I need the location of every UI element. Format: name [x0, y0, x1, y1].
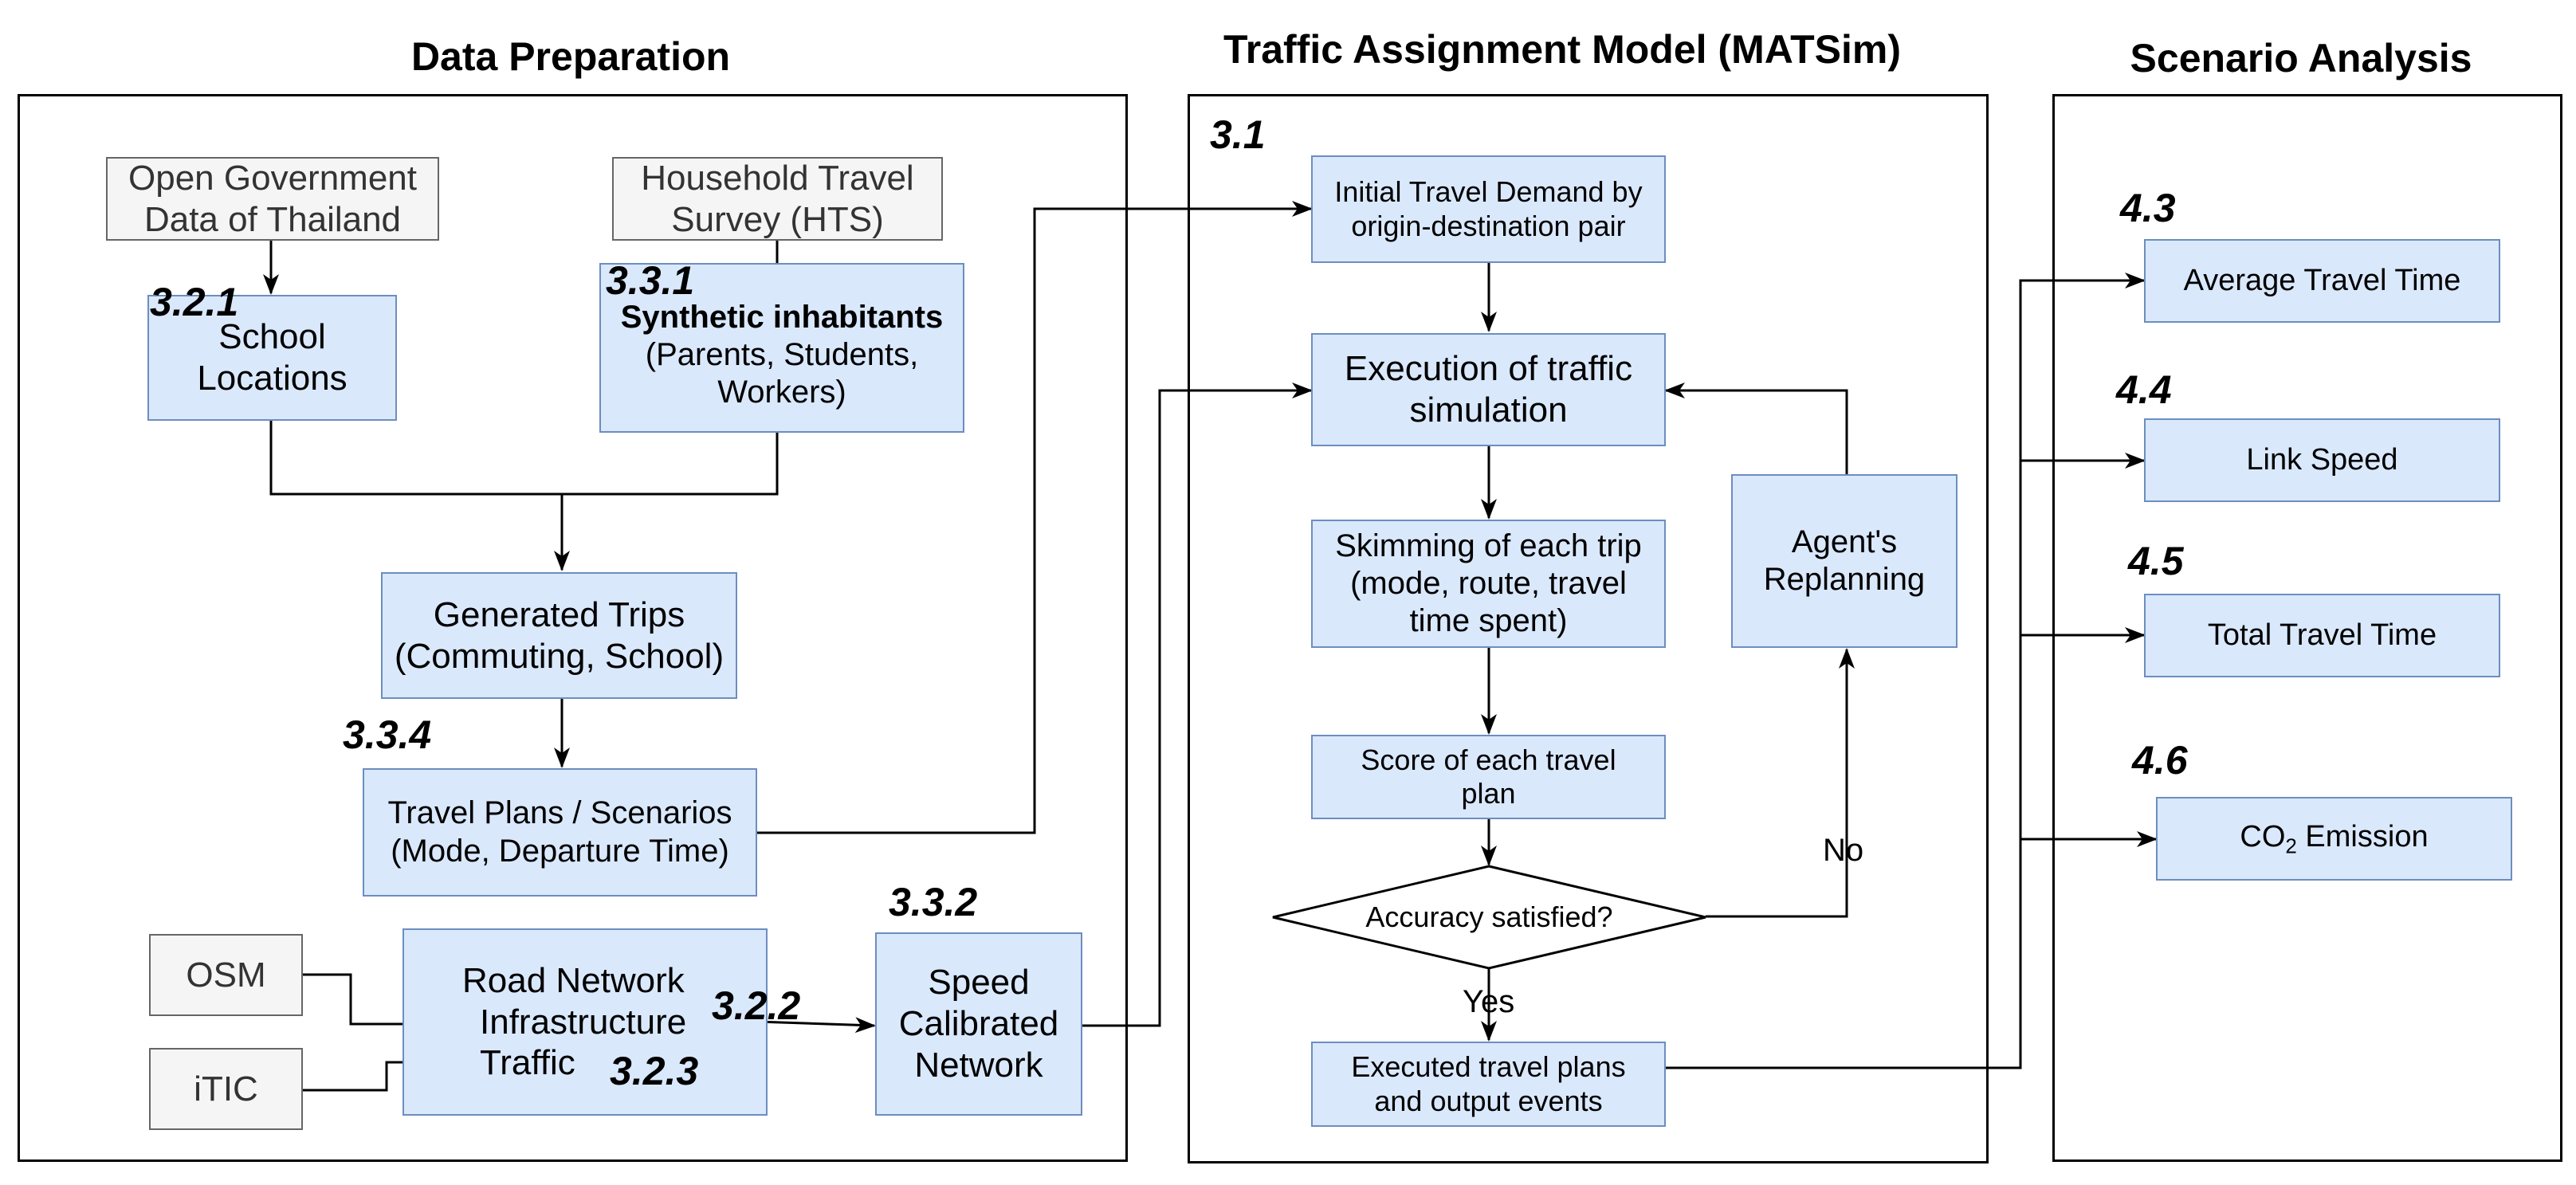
node-osm: OSM: [149, 934, 303, 1016]
synthetic-detail: (Parents, Students, Workers): [645, 336, 919, 410]
node-co2-emission: CO2 Emission: [2156, 797, 2512, 881]
road-network-line3: Traffic: [480, 1043, 575, 1083]
panel-scenario-analysis: [2052, 94, 2562, 1162]
edge-speed-to-execution: [1082, 383, 1313, 1027]
section-3-3-4: 3.3.4: [343, 712, 432, 757]
node-skimming: Skimming of each trip (mode, route, trav…: [1311, 520, 1666, 648]
section-3-2-2: 3.2.2: [712, 983, 801, 1028]
edge-school-to-trips: [269, 421, 570, 571]
edge-accuracy-no: [1706, 648, 1855, 918]
section-3-2-1: 3.2.1: [150, 280, 239, 324]
heading-scenario-analysis: Scenario Analysis: [2130, 36, 2472, 80]
node-executed-plans: Executed travel plans and output events: [1311, 1042, 1666, 1127]
node-execution-simulation: Execution of traffic simulation: [1311, 333, 1666, 446]
section-4-5: 4.5: [2128, 539, 2184, 583]
section-4-4: 4.4: [2116, 367, 2172, 412]
synthetic-title: Synthetic inhabitants: [620, 299, 944, 335]
node-household-travel-survey: Household Travel Survey (HTS): [612, 157, 943, 241]
node-score: Score of each travel plan: [1311, 735, 1666, 819]
section-4-3: 4.3: [2120, 186, 2176, 230]
edge-executed-to-results: [1666, 273, 2146, 1069]
node-school-locations: School Locations: [147, 295, 397, 421]
node-total-travel-time: Total Travel Time: [2144, 594, 2500, 677]
node-itic: iTIC: [149, 1048, 303, 1130]
co2-label: CO2 Emission: [2240, 819, 2429, 858]
road-network-line2: Infrastructure: [480, 1002, 687, 1042]
section-3-1: 3.1: [1210, 112, 1266, 157]
heading-data-preparation: Data Preparation: [410, 34, 731, 79]
section-3-2-3: 3.2.3: [610, 1049, 699, 1093]
node-accuracy-satisfied: Accuracy satisfied?: [1365, 900, 1613, 933]
node-generated-trips: Generated Trips (Commuting, School): [381, 572, 737, 699]
panel-data-preparation: [18, 94, 1128, 1162]
node-open-government-data: Open Government Data of Thailand: [106, 157, 439, 241]
node-link-speed: Link Speed: [2144, 418, 2500, 502]
node-synthetic-inhabitants: Synthetic inhabitants (Parents, Students…: [599, 263, 964, 433]
accuracy-diamond: [1272, 865, 1706, 970]
edge-label-yes: Yes: [1463, 984, 1515, 1019]
edge-synthetic-to-trips: [562, 433, 779, 496]
edge-replanning-to-execution: [1664, 383, 1848, 474]
node-speed-calibrated-network: Speed Calibrated Network: [875, 932, 1082, 1116]
node-average-travel-time: Average Travel Time: [2144, 239, 2500, 323]
edge-plans-to-demand: [757, 201, 1313, 834]
edge-label-no: No: [1823, 833, 1864, 868]
node-travel-plans: Travel Plans / Scenarios (Mode, Departur…: [363, 768, 757, 897]
node-initial-travel-demand: Initial Travel Demand by origin-destinat…: [1311, 155, 1666, 263]
section-3-3-2: 3.3.2: [889, 880, 978, 924]
panel-traffic-model: [1188, 94, 1989, 1163]
heading-traffic-model: Traffic Assignment Model (MATSim): [1223, 27, 1902, 72]
node-agent-replanning: Agent's Replanning: [1731, 474, 1958, 648]
node-road-network: Road Network Infrastructure Traffic: [402, 928, 768, 1116]
section-4-6: 4.6: [2132, 738, 2188, 783]
road-network-line1: Road Network: [462, 960, 685, 1000]
section-3-3-1: 3.3.1: [606, 258, 695, 303]
